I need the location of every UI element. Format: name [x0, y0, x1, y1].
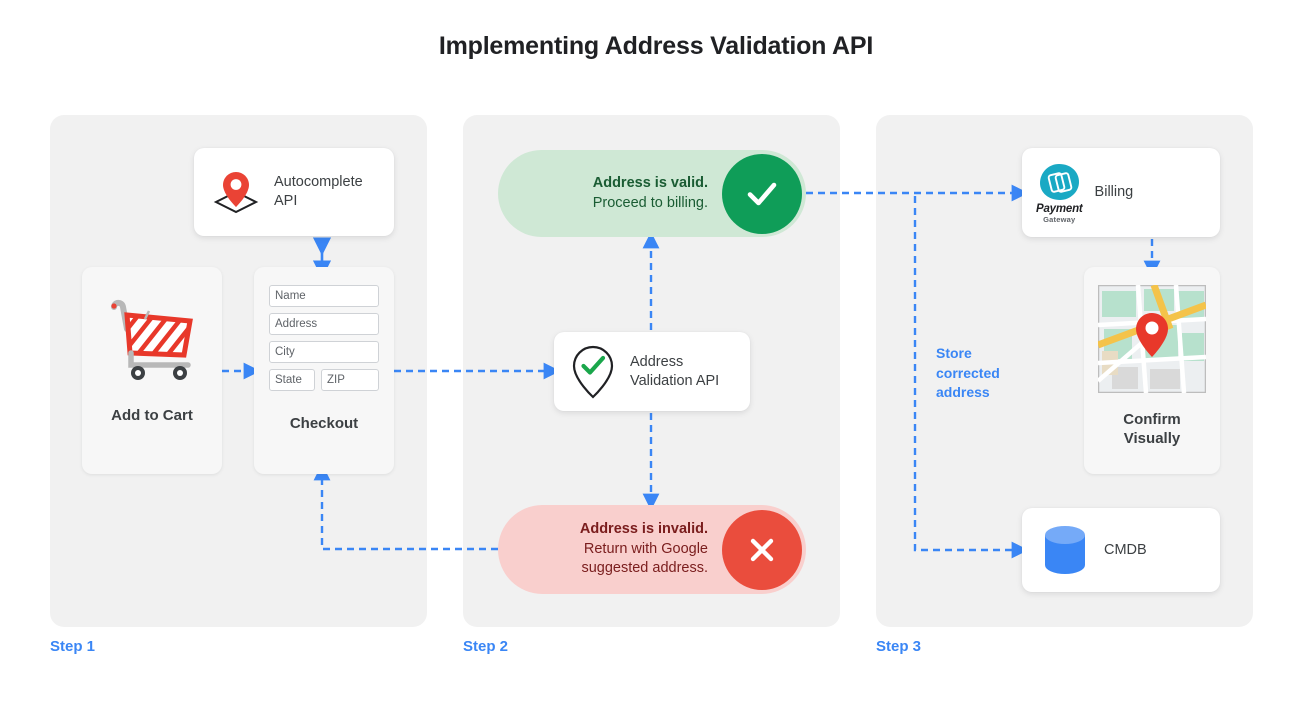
card-confirm-visually-title: Confirm Visually	[1123, 411, 1181, 449]
database-cylinder-icon	[1040, 524, 1090, 576]
pill-address-invalid-text: Address is invalid. Return with Google s…	[580, 520, 722, 578]
card-autocomplete-api-label: Autocomplete API	[274, 174, 363, 209]
card-autocomplete-api[interactable]: Autocomplete API	[194, 148, 394, 236]
step-label-3: Step 3	[876, 638, 922, 655]
card-address-validation-api[interactable]: Address Validation API	[554, 332, 750, 411]
check-icon	[722, 153, 802, 234]
map-pin-diamond-icon	[208, 166, 264, 218]
payment-gateway-logo-primary: Payment	[1036, 202, 1083, 215]
pill-address-valid-text: Address is valid. Proceed to billing.	[593, 174, 722, 213]
card-cmdb-label: CMDB	[1104, 541, 1147, 558]
card-billing-label: Billing	[1094, 184, 1134, 201]
pill-address-valid: Address is valid. Proceed to billing.	[498, 150, 806, 237]
card-cmdb[interactable]: CMDB	[1022, 508, 1220, 592]
city-field[interactable]: City	[269, 341, 379, 363]
pill-invalid-headline: Address is invalid.	[579, 521, 708, 538]
step-label-2: Step 2	[463, 638, 509, 655]
close-icon	[722, 509, 802, 590]
pill-valid-headline: Address is valid.	[592, 175, 708, 192]
card-checkout[interactable]: Name Address City State ZIP Checkout	[254, 267, 394, 474]
label-store-corrected-address: Store corrected address	[936, 344, 1016, 403]
map-pin-check-icon	[568, 343, 618, 401]
name-field[interactable]: Name	[269, 285, 379, 307]
store-note-line-2: corrected	[936, 364, 1000, 381]
card-address-validation-api-label: Address Validation API	[630, 353, 720, 389]
card-billing[interactable]: Payment Gateway Billing	[1022, 148, 1220, 237]
payment-gateway-logo-secondary: Gateway	[1043, 214, 1076, 224]
address-field[interactable]: Address	[269, 313, 379, 335]
state-zip-row: State ZIP	[269, 369, 379, 397]
pill-valid-detail: Proceed to billing.	[592, 194, 708, 211]
shopping-cart-icon	[102, 285, 202, 385]
card-confirm-visually[interactable]: Confirm Visually	[1084, 267, 1220, 474]
payment-gateway-logo: Payment Gateway	[1036, 162, 1083, 224]
map-thumbnail-icon	[1098, 285, 1206, 393]
card-checkout-title: Checkout	[289, 415, 359, 432]
pill-invalid-detail-1: Return with Google	[583, 540, 708, 557]
store-note-line-1: Store	[936, 345, 972, 361]
card-add-to-cart-title: Add to Cart	[111, 407, 193, 424]
pill-address-invalid: Address is invalid. Return with Google s…	[498, 505, 806, 594]
card-add-to-cart[interactable]: Add to Cart	[82, 267, 222, 474]
zip-field[interactable]: ZIP	[321, 369, 379, 391]
confirm-title-line-1: Confirm	[1123, 411, 1181, 428]
store-note-line-3: address	[936, 384, 990, 401]
state-field[interactable]: State	[269, 369, 315, 391]
confirm-title-line-2: Visually	[1123, 429, 1181, 447]
pill-invalid-detail-2: suggested address.	[581, 560, 708, 577]
step-label-1: Step 1	[50, 638, 96, 655]
page-title: Implementing Address Validation API	[438, 32, 874, 60]
